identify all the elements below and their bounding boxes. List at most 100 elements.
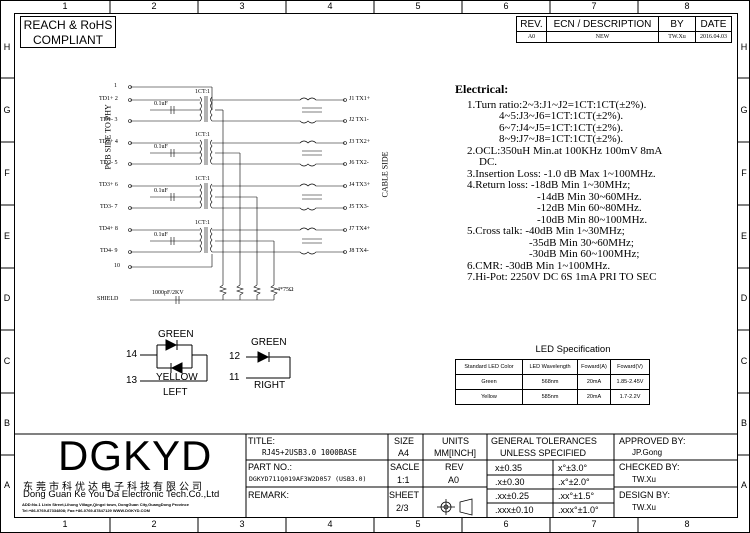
tol-linear: .x±0.30: [495, 477, 525, 487]
led-left-label: LEFT: [163, 387, 188, 398]
led-left-yellow-label: YELLOW: [156, 372, 198, 383]
col-label: 4: [327, 1, 333, 11]
row-label: D: [740, 293, 748, 303]
tol-angular: .xxx°±1.0°: [558, 505, 599, 515]
led-right-green-label: GREEN: [251, 337, 287, 348]
led-right-pin-a: 12: [229, 351, 241, 362]
tol-linear: .xxx±0.10: [495, 505, 534, 515]
title-label: TITLE:: [248, 436, 276, 446]
shield-label: SHIELD: [97, 296, 119, 302]
row-label: B: [3, 418, 10, 428]
spec-line: 4.Return loss: -18dB Min 1~30MHz;: [467, 179, 631, 191]
resistor-label: 4*75Ω: [277, 287, 294, 293]
bob-smith-network: [130, 109, 278, 304]
row-label: F: [741, 168, 747, 178]
electrical-title: Electrical:: [455, 82, 509, 96]
led-left-green-label: GREEN: [158, 329, 194, 340]
row-label: H: [740, 42, 748, 52]
cable-side-label: CABLE SIDE: [380, 151, 390, 198]
spec-line: 1.Turn ratio:2~3:J1~J2=1CT:1CT(±2%).: [467, 98, 647, 111]
transformers: [199, 96, 213, 253]
pin-label: TD3+ 6: [99, 182, 118, 188]
pin-label: 10: [114, 263, 120, 269]
checked-value: TW.Xu: [632, 475, 657, 484]
by-value: TW.Xu: [658, 31, 696, 43]
cap-label: 0.1uF: [154, 101, 168, 107]
scale-label: SACLE: [390, 462, 420, 472]
rev-label: REV: [445, 462, 464, 472]
sheet-label: SHEET: [389, 490, 420, 500]
spec-line: -14dB Min 30~60MHz.: [537, 190, 642, 203]
chokes: [212, 97, 345, 255]
row-label: E: [740, 231, 747, 241]
pin-label: TD1+ 2: [99, 96, 118, 102]
part-value: DGKYD711Q019AF3W2D057 (USB3.0): [249, 475, 367, 483]
part-label: PART NO.:: [248, 462, 293, 472]
led-spec-cell: 568nm: [522, 374, 578, 390]
ratio-label: 1CT:1: [195, 89, 211, 95]
cap-label: 0.1uF: [154, 144, 168, 150]
pin-label: TD3- 7: [100, 204, 118, 210]
spec-line: 4~5:J3~J6=1CT:1CT(±2%).: [499, 110, 624, 122]
centre-tap-caps: [150, 106, 200, 245]
jack-pins: [343, 98, 347, 254]
row-label: A: [3, 480, 10, 490]
col-label: 2: [151, 519, 157, 529]
spec-line: 2.OCL:350uH Min.at 100KHz 100mV 8mA: [467, 144, 663, 157]
cap-label: 0.1uF: [154, 188, 168, 194]
by-header: BY: [658, 16, 696, 32]
ecn-value: NEW: [546, 31, 659, 43]
rev-value: A0: [448, 475, 460, 485]
led-spec-cell: Green: [455, 374, 523, 390]
jack-label: J6 TX2-: [349, 160, 369, 166]
row-label: D: [3, 293, 11, 303]
row-label: B: [740, 418, 747, 428]
led-spec-header: LED Wavelength: [522, 359, 578, 375]
date-header: DATE: [695, 16, 732, 32]
remark-label: REMARK:: [248, 490, 290, 500]
spec-line: 3.Insertion Loss: -1.0 dB Max 1~100MHz.: [467, 167, 656, 180]
design-value: TW.Xu: [632, 503, 657, 512]
company-name-en: Dong Guan Ke You Da Electronic Tech.Co.,…: [23, 489, 220, 500]
pin-label: TD4+ 8: [99, 226, 118, 232]
led-spec-table: LED Specification Standard LED Color LED…: [455, 344, 651, 405]
led-spec-header: Standard LED Color: [455, 359, 523, 375]
title-value: RJ45+2USB3.0 1000BASE: [262, 448, 357, 457]
phy-pins: [128, 85, 132, 269]
col-label: 5: [415, 519, 421, 529]
spec-line: 6~7:J4~J5=1CT:1CT(±2%).: [499, 121, 624, 134]
led-spec-header: Foward(V): [610, 359, 650, 375]
company-contact: Tel:+86-0769-87334808; Fax:+86-0769-8784…: [22, 508, 150, 513]
row-label: G: [740, 105, 748, 115]
tol-angular: .x°±2.0°: [558, 477, 590, 487]
tol-angular: x°±3.0°: [558, 463, 588, 473]
col-label: 3: [239, 1, 245, 11]
electrical-spec: Electrical: 1.Turn ratio:2~3:J1~J2=1CT:1…: [455, 82, 663, 284]
pin-label: TD2- 5: [100, 160, 118, 166]
col-label: 1: [62, 1, 68, 11]
row-ticks: [0, 77, 750, 456]
jack-label: J3 TX2+: [349, 139, 371, 145]
spec-line: 6.CMR: -30dB Min 1~100MHz.: [467, 259, 611, 272]
size-label: SIZE: [394, 436, 415, 446]
tol-linear: .xx±0.25: [495, 491, 529, 501]
jack-label: J2 TX1-: [349, 117, 369, 123]
led-spec-cell: 585nm: [522, 389, 578, 405]
row-label: A: [740, 480, 747, 490]
led-diagram-right: [246, 351, 291, 379]
ratio-label: 1CT:1: [195, 176, 211, 182]
cap-label: 0.1uF: [154, 232, 168, 238]
sheet-value: 2/3: [396, 503, 409, 513]
row-label: C: [740, 356, 748, 366]
row-label: F: [4, 168, 10, 178]
approved-label: APPROVED BY:: [619, 436, 686, 446]
approved-value: JP.Gong: [632, 448, 663, 457]
col-label: 7: [591, 519, 597, 529]
col-label: 4: [327, 519, 333, 529]
shield-cap-label: 1000pF/2KV: [152, 290, 184, 296]
col-label: 6: [503, 1, 509, 11]
spec-line: -10dB Min 80~100MHz.: [537, 213, 648, 226]
row-label: G: [3, 105, 11, 115]
checked-label: CHECKED BY:: [619, 462, 680, 472]
